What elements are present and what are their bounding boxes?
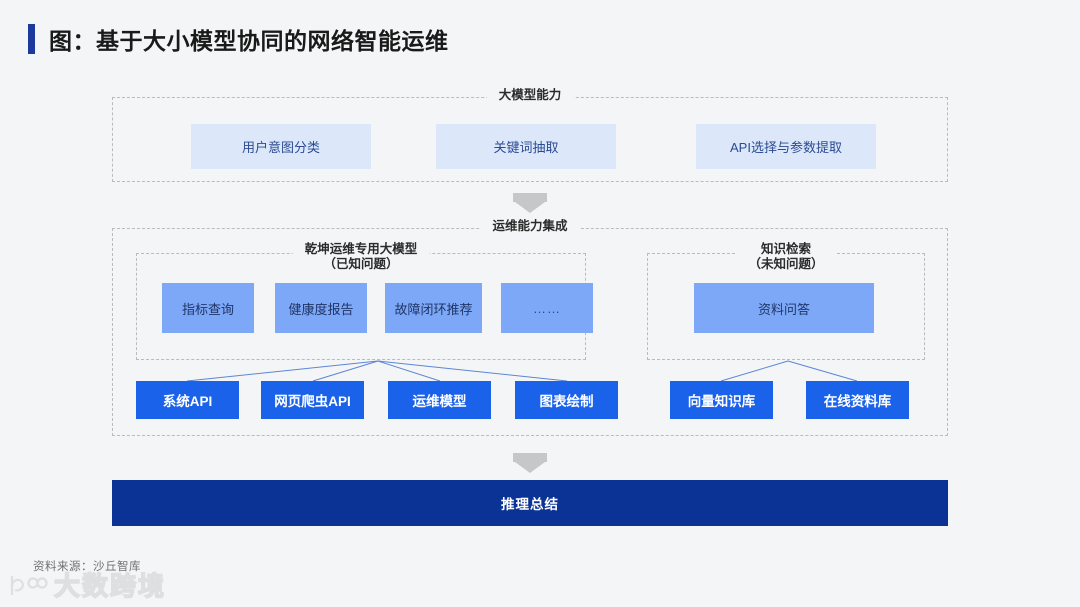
tool-box-system-api[interactable]: 系统API [136, 381, 239, 419]
knowledge-item-doc-qa[interactable]: 资料问答 [694, 283, 874, 333]
tool-box-vector-knowledge-base[interactable]: 向量知识库 [670, 381, 773, 419]
capability-box-user-intent[interactable]: 用户意图分类 [191, 124, 371, 169]
title-accent-bar [28, 24, 35, 54]
qiankun-item-health-report[interactable]: 健康度报告 [275, 283, 367, 333]
page-title: 图：基于大小模型协同的网络智能运维 [28, 22, 449, 56]
capability-box-api-selection[interactable]: API选择与参数提取 [696, 124, 876, 169]
arrow-down-to-ops [513, 193, 547, 213]
arrow-stem [513, 193, 547, 202]
qiankun-item-metric-query[interactable]: 指标查询 [162, 283, 254, 333]
group-llm-capability: 大模型能力 [112, 88, 948, 182]
summary-banner[interactable]: 推理总结 [112, 480, 948, 526]
arrow-head [515, 202, 545, 213]
qiankun-item-more[interactable]: …… [501, 283, 593, 333]
group-knowledge-retrieval: 知识检索 （未知问题） [647, 242, 925, 360]
group-ops-integration: 运维能力集成 [112, 219, 948, 436]
capability-box-keyword-extraction[interactable]: 关键词抽取 [436, 124, 616, 169]
tool-box-web-crawler-api[interactable]: 网页爬虫API [261, 381, 364, 419]
group-knowledge-retrieval-label-line2: （未知问题） [748, 257, 824, 271]
group-knowledge-retrieval-label-line1: 知识检索 [760, 242, 812, 256]
group-qiankun-model-label: 乾坤运维专用大模型 （已知问题） [292, 242, 430, 272]
group-qiankun-model-label-line2: （已知问题） [323, 257, 399, 271]
arrow-head [515, 462, 545, 473]
source-note: 资料来源：沙丘智库 [33, 561, 141, 573]
qiankun-item-fault-closure[interactable]: 故障闭环推荐 [385, 283, 482, 333]
tool-box-chart-drawing[interactable]: 图表绘制 [515, 381, 618, 419]
watermark: 大数跨境 [6, 566, 166, 603]
group-qiankun-model-label-line1: 乾坤运维专用大模型 [304, 242, 418, 256]
watermark-logo-icon [10, 575, 48, 595]
group-llm-capability-label: 大模型能力 [486, 88, 574, 103]
arrow-down-to-summary [513, 453, 547, 473]
group-qiankun-model: 乾坤运维专用大模型 （已知问题） [136, 242, 586, 360]
tool-box-online-material-base[interactable]: 在线资料库 [806, 381, 909, 419]
group-knowledge-retrieval-label: 知识检索 （未知问题） [736, 242, 836, 272]
title-text: 图：基于大小模型协同的网络智能运维 [49, 28, 449, 54]
watermark-text: 大数跨境 [53, 570, 167, 602]
tool-box-ops-model[interactable]: 运维模型 [388, 381, 491, 419]
arrow-stem [513, 453, 547, 462]
group-ops-integration-label: 运维能力集成 [480, 219, 580, 234]
